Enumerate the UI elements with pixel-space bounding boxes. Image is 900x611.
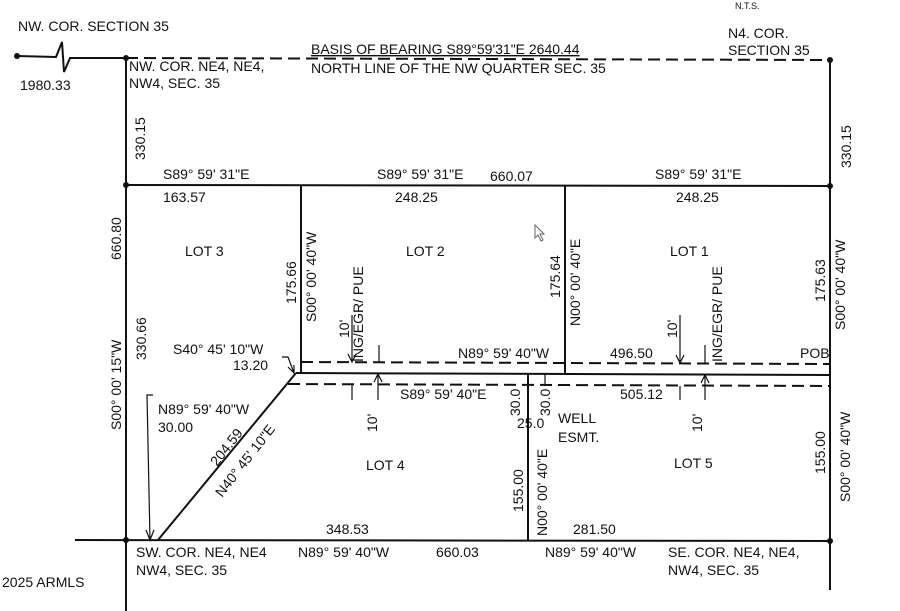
ten-ft-1: 10' [336, 320, 352, 338]
pob-label: POB [800, 345, 830, 361]
brg-bottom-2: N89° 59' 40"W [545, 544, 637, 560]
nw-ne4-corner-l1: NW. COR. NE4, NE4, [129, 58, 264, 74]
watermark: 2025 ARMLS [2, 574, 85, 590]
se-corner-l1: SE. COR. NE4, NE4, [668, 544, 799, 560]
dim-175-66: 175.66 [283, 261, 299, 304]
lot-2-label: LOT 2 [406, 243, 445, 259]
dim-248-b: 248.25 [676, 189, 719, 205]
lot-4-label: LOT 4 [366, 457, 405, 473]
north-line-label: NORTH LINE OF THE NW QUARTER SEC. 35 [311, 60, 606, 76]
dim-30-00: 30.00 [158, 419, 193, 435]
dim-175-64: 175.64 [547, 255, 563, 298]
brg-top-3: S89° 59' 31"E [655, 166, 741, 182]
well-label-2: ESMT. [558, 429, 599, 445]
lot-1-label: LOT 1 [670, 243, 709, 259]
dim-30-a: 30.0 [507, 389, 523, 416]
dim-155-right: 155.00 [812, 431, 828, 474]
lot-3-label: LOT 3 [185, 243, 224, 259]
brg-lot2-east: N00° 00' 40"E [567, 239, 583, 326]
sw-corner-l1: SW. COR. NE4, NE4 [136, 544, 267, 560]
brg-mid: N89° 59' 40"W [458, 345, 550, 361]
dim-330-right: 330.15 [838, 125, 854, 168]
brg-top-2: S89° 59' 31"E [377, 166, 463, 182]
nw-section-corner: NW. COR. SECTION 35 [18, 18, 169, 34]
brg-bottom-1: N89° 59' 40"W [298, 544, 390, 560]
dim-348: 348.53 [326, 521, 369, 537]
dim-163: 163.57 [163, 189, 206, 205]
brg-mid-vertical: N00° 00' 40"E [534, 449, 550, 536]
dim-1980: 1980.33 [20, 77, 71, 93]
ten-ft-4: 10' [689, 414, 705, 432]
dim-248-a: 248.25 [395, 189, 438, 205]
brg-top-1: S89° 59' 31"E [163, 166, 249, 182]
nw-ne4-corner-l2: NW4, SEC. 35 [129, 75, 220, 91]
brg-s40: S40° 45' 10"W [173, 341, 264, 357]
mouse-cursor-icon [534, 223, 546, 242]
dim-155-mid: 155.00 [510, 469, 526, 512]
dim-175-63: 175.63 [812, 259, 828, 302]
dim-13: 13.20 [233, 357, 268, 373]
dim-30-b: 30.0 [537, 389, 553, 416]
brg-s89-40: S89° 59' 40"E [400, 386, 486, 402]
sw-corner-l2: NW4, SEC. 35 [136, 562, 227, 578]
ten-ft-2: 10' [664, 320, 680, 338]
boundary-lines [14, 41, 833, 611]
lot-5-label: LOT 5 [674, 455, 713, 471]
dim-660-80: 660.80 [108, 217, 124, 260]
dim-330-left: 330.15 [132, 117, 148, 160]
dim-505: 505.12 [620, 386, 663, 402]
well-label-1: WELL [558, 410, 596, 426]
dim-330-66: 330.66 [133, 317, 149, 360]
dim-660-03: 660.03 [436, 544, 479, 560]
brg-left: S00° 00' 15"W [108, 339, 124, 430]
dim-496: 496.50 [610, 345, 653, 361]
brg-lot2-west: S00° 00' 40"W [303, 231, 319, 322]
dim-25: 25.0 [517, 415, 544, 431]
easement-1: ING/EGR/ PUE [350, 266, 366, 362]
dim-660-07: 660.07 [490, 168, 533, 184]
easement-2: ING/EGR/ PUE [709, 266, 725, 362]
ten-ft-3: 10' [364, 414, 380, 432]
se-corner-l2: NW4, SEC. 35 [668, 562, 759, 578]
brg-right: S00° 00' 40"W [832, 239, 848, 330]
n4-corner-l2: SECTION 35 [728, 42, 810, 58]
nts-label: N.T.S. [735, 1, 760, 11]
brg-n89-sw: N89° 59' 40"W [158, 401, 250, 417]
n4-corner-l1: N4. COR. [728, 25, 789, 41]
dim-281: 281.50 [573, 521, 616, 537]
brg-right-low: S00° 00' 40"W [837, 411, 853, 502]
basis-of-bearing: BASIS OF BEARING S89°59'31"E 2640.44 [311, 41, 580, 57]
